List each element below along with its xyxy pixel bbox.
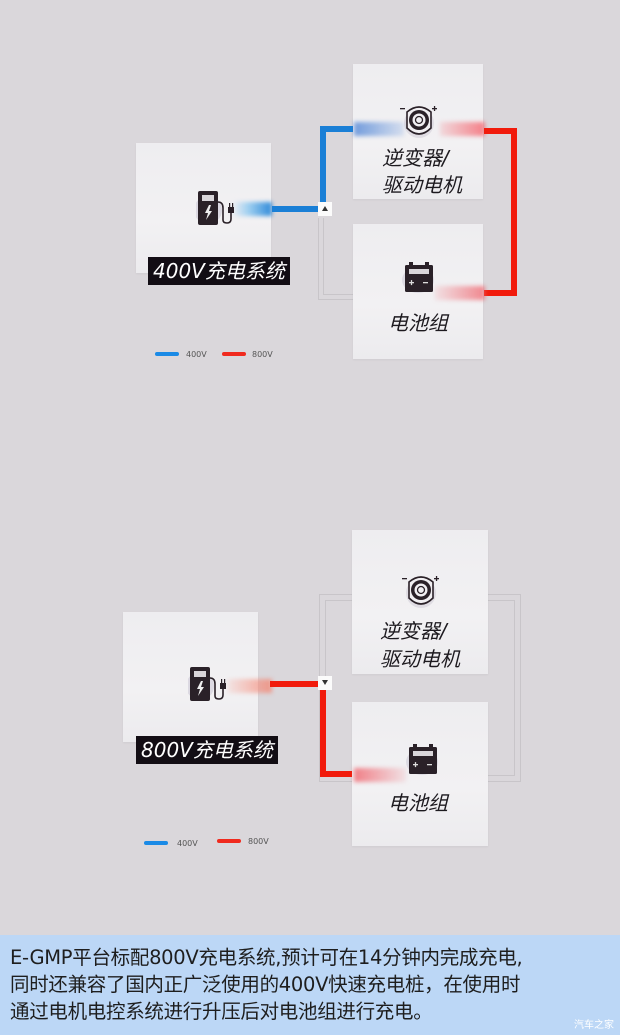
- inverter-label-line2: 驱动电机: [382, 173, 462, 197]
- motor-inverter-icon: [402, 576, 439, 608]
- caption-line: 同时还兼容了国内正广泛使用的400V快速充电桩，在使用时: [10, 973, 521, 996]
- battery-label: 电池组: [388, 311, 448, 335]
- wire-glow: [435, 286, 485, 300]
- charger-label: 800V充电系统: [136, 736, 278, 764]
- battery-label: 电池组: [388, 791, 448, 815]
- battery-icon: [402, 262, 434, 293]
- inverter-label-line1: 逆变器/: [382, 146, 449, 170]
- diagram-400v: 400V充电系统 逆变器/ 驱动电机 电池组 400V: [0, 0, 620, 470]
- wire-400v: [272, 206, 322, 212]
- wire-glow: [232, 202, 272, 216]
- wire-800v: [320, 681, 326, 777]
- wire-800v: [484, 290, 517, 296]
- legend-swatch-800v: [217, 839, 241, 843]
- diagram-800v: 800V充电系统 逆变器/ 驱动电机 电池组 400V 800V: [0, 470, 620, 935]
- wire-800v: [270, 681, 320, 687]
- ev-charger-icon: [196, 191, 234, 225]
- wire-400v: [320, 126, 326, 212]
- caption-line: 通过电机电控系统进行升压后对电池组进行充电。: [10, 1000, 433, 1023]
- legend-label-400v: 400V: [186, 350, 207, 359]
- caption-line: E-GMP平台标配800V充电系统,预计可在14分钟内完成充电,: [10, 946, 523, 969]
- wire-800v: [484, 128, 517, 134]
- wire-400v: [320, 126, 354, 132]
- watermark: 汽车之家: [574, 1020, 614, 1031]
- legend-swatch-800v: [222, 352, 246, 356]
- legend-label-800v: 800V: [252, 350, 273, 359]
- junction-node: [318, 676, 332, 690]
- ev-charger-icon: [188, 667, 226, 701]
- wire-glow: [228, 679, 272, 693]
- legend-label-400v: 400V: [177, 839, 198, 848]
- wire-800v: [320, 771, 356, 777]
- legend-label-800v: 800V: [248, 837, 269, 846]
- inverter-label-line2: 驱动电机: [380, 647, 460, 671]
- wire-glow: [354, 122, 404, 136]
- charger-label: 400V充电系统: [148, 257, 290, 285]
- junction-node: [318, 202, 332, 216]
- wire-glow: [354, 768, 406, 782]
- wire-800v: [511, 128, 517, 296]
- caption-box: E-GMP平台标配800V充电系统,预计可在14分钟内完成充电, 同时还兼容了国…: [0, 935, 620, 1035]
- battery-icon: [406, 744, 438, 775]
- caption-text: E-GMP平台标配800V充电系统,预计可在14分钟内完成充电, 同时还兼容了国…: [10, 944, 620, 1025]
- motor-inverter-icon: [400, 106, 437, 138]
- inverter-label-line1: 逆变器/: [380, 619, 447, 643]
- wire-glow: [440, 122, 485, 136]
- legend-swatch-400v: [155, 352, 179, 356]
- inactive-wire: [318, 218, 358, 300]
- inactive-wire: [323, 218, 358, 295]
- legend-swatch-400v: [144, 841, 168, 845]
